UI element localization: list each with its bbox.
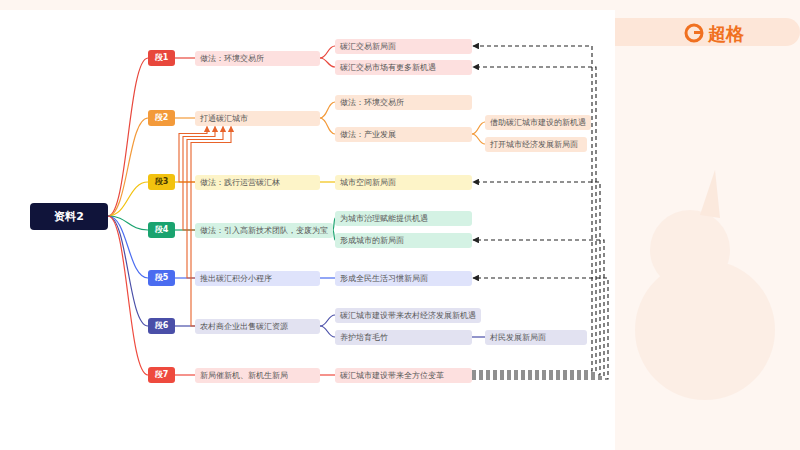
- branch-line: [320, 181, 335, 182]
- section-box: 段1: [148, 50, 175, 66]
- node-text: 段6: [152, 318, 171, 334]
- node-text: 碳汇城市建设带来农村经济发展新机遇: [340, 308, 476, 323]
- node-text: 碳汇交易市场有更多新机遇: [340, 60, 467, 75]
- branch-line: [320, 46, 335, 58]
- branch-line: [320, 102, 335, 118]
- topic-box: 城市空间新局面: [335, 175, 472, 190]
- logo-icon: [686, 25, 702, 41]
- section-box: 段7: [148, 367, 175, 383]
- node-text: 打通碳汇城市: [200, 111, 315, 126]
- topic-box: 做法：环境交易所: [335, 95, 472, 110]
- branch-line: [472, 336, 485, 337]
- white-panel: [0, 10, 615, 450]
- node-text: 做法：产业发展: [340, 127, 467, 142]
- dashed-arrow: [472, 278, 608, 379]
- branch-line: [472, 134, 485, 144]
- branch-line: [108, 182, 148, 216]
- node-text: 农村商企业出售碳汇资源: [200, 319, 315, 334]
- topic-box: 碳汇交易市场有更多新机遇: [335, 60, 472, 75]
- topic-box: 碳汇交易新局面: [335, 39, 472, 54]
- node-text: 做法：践行运营碳汇林: [200, 175, 315, 190]
- node-text: 做法：环境交易所: [340, 95, 467, 110]
- node-text: 为城市治理赋能提供机遇: [340, 211, 467, 226]
- branch-line: [320, 277, 335, 278]
- branch-line: [320, 326, 335, 337]
- topic-box: 做法：产业发展: [335, 127, 472, 142]
- node-text: 借助碳汇城市建设的新机遇: [490, 115, 586, 130]
- topic-box: 形成全民生活习惯新局面: [335, 271, 472, 286]
- branch-line: [108, 216, 148, 326]
- branch-line: [175, 57, 195, 58]
- node-text: 村民发展新局面: [490, 330, 582, 345]
- topic-box: 新局催新机、新机生新局: [195, 368, 320, 383]
- node-text: 打开城市经济发展新局面: [490, 137, 582, 152]
- topic-box: 打开城市经济发展新局面: [485, 137, 587, 152]
- node-text: 资料2: [38, 203, 100, 230]
- section-box: 段5: [148, 270, 175, 286]
- branch-line: [108, 58, 148, 216]
- node-text: 段7: [152, 367, 171, 383]
- branch-line: [108, 216, 148, 375]
- brand-logo-text: 超格: [708, 22, 744, 46]
- node-text: 养护培育毛竹: [340, 330, 467, 345]
- node-text: 形成城市的新局面: [340, 233, 467, 248]
- branch-line: [472, 122, 485, 134]
- topic-box: 推出碳汇积分小程序: [195, 271, 320, 286]
- topic-box: 村民发展新局面: [485, 330, 587, 345]
- node-text: 做法：引入高新技术团队，变废为宝: [200, 223, 328, 238]
- section-box: 段2: [148, 110, 175, 126]
- mascot-watermark: [635, 170, 775, 400]
- node-text: 段4: [152, 222, 171, 238]
- topic-box: 借助碳汇城市建设的新机遇: [485, 115, 591, 130]
- dashed-arrow: [472, 67, 596, 373]
- support-arrow: [187, 127, 223, 279]
- topic-box: 碳汇城市建设带来农村经济发展新机遇: [335, 308, 481, 323]
- branch-line: [175, 117, 195, 118]
- branch-line: [320, 315, 335, 326]
- node-text: 段1: [152, 50, 171, 66]
- root-box: 资料2: [30, 203, 108, 230]
- branch-line: [320, 58, 335, 67]
- node-text: 段3: [152, 174, 171, 190]
- topic-box: 农村商企业出售碳汇资源: [195, 319, 320, 334]
- node-text: 段5: [152, 270, 171, 286]
- branch-line: [320, 118, 335, 134]
- topic-box: 做法：环境交易所: [195, 51, 320, 66]
- node-text: 城市空间新局面: [340, 175, 467, 190]
- section-box: 段3: [148, 174, 175, 190]
- topic-box: 养护培育毛竹: [335, 330, 472, 345]
- node-text: 推出碳汇积分小程序: [200, 271, 315, 286]
- branch-line: [175, 374, 195, 375]
- node-text: 形成全民生活习惯新局面: [340, 271, 467, 286]
- section-box: 段6: [148, 318, 175, 334]
- topic-box: 做法：践行运营碳汇林: [195, 175, 320, 190]
- node-text: 做法：环境交易所: [200, 51, 315, 66]
- dashed-arrow: [472, 240, 604, 377]
- node-text: 新局催新机、新机生新局: [200, 368, 315, 383]
- node-text: 碳汇交易新局面: [340, 39, 467, 54]
- topic-box: 打通碳汇城市: [195, 111, 320, 126]
- topic-box: 形成城市的新局面: [335, 233, 472, 248]
- topic-box: 碳汇城市建设带来全方位变革: [335, 368, 472, 383]
- section-box: 段4: [148, 222, 175, 238]
- branch-line: [108, 118, 148, 216]
- topic-box: 做法：引入高新技术团队，变废为宝: [195, 223, 333, 238]
- dashed-arrow: [472, 46, 592, 371]
- node-text: 段2: [152, 110, 171, 126]
- topic-box: 为城市治理赋能提供机遇: [335, 211, 472, 226]
- node-text: 碳汇城市建设带来全方位变革: [340, 368, 467, 383]
- branch-line: [320, 374, 335, 375]
